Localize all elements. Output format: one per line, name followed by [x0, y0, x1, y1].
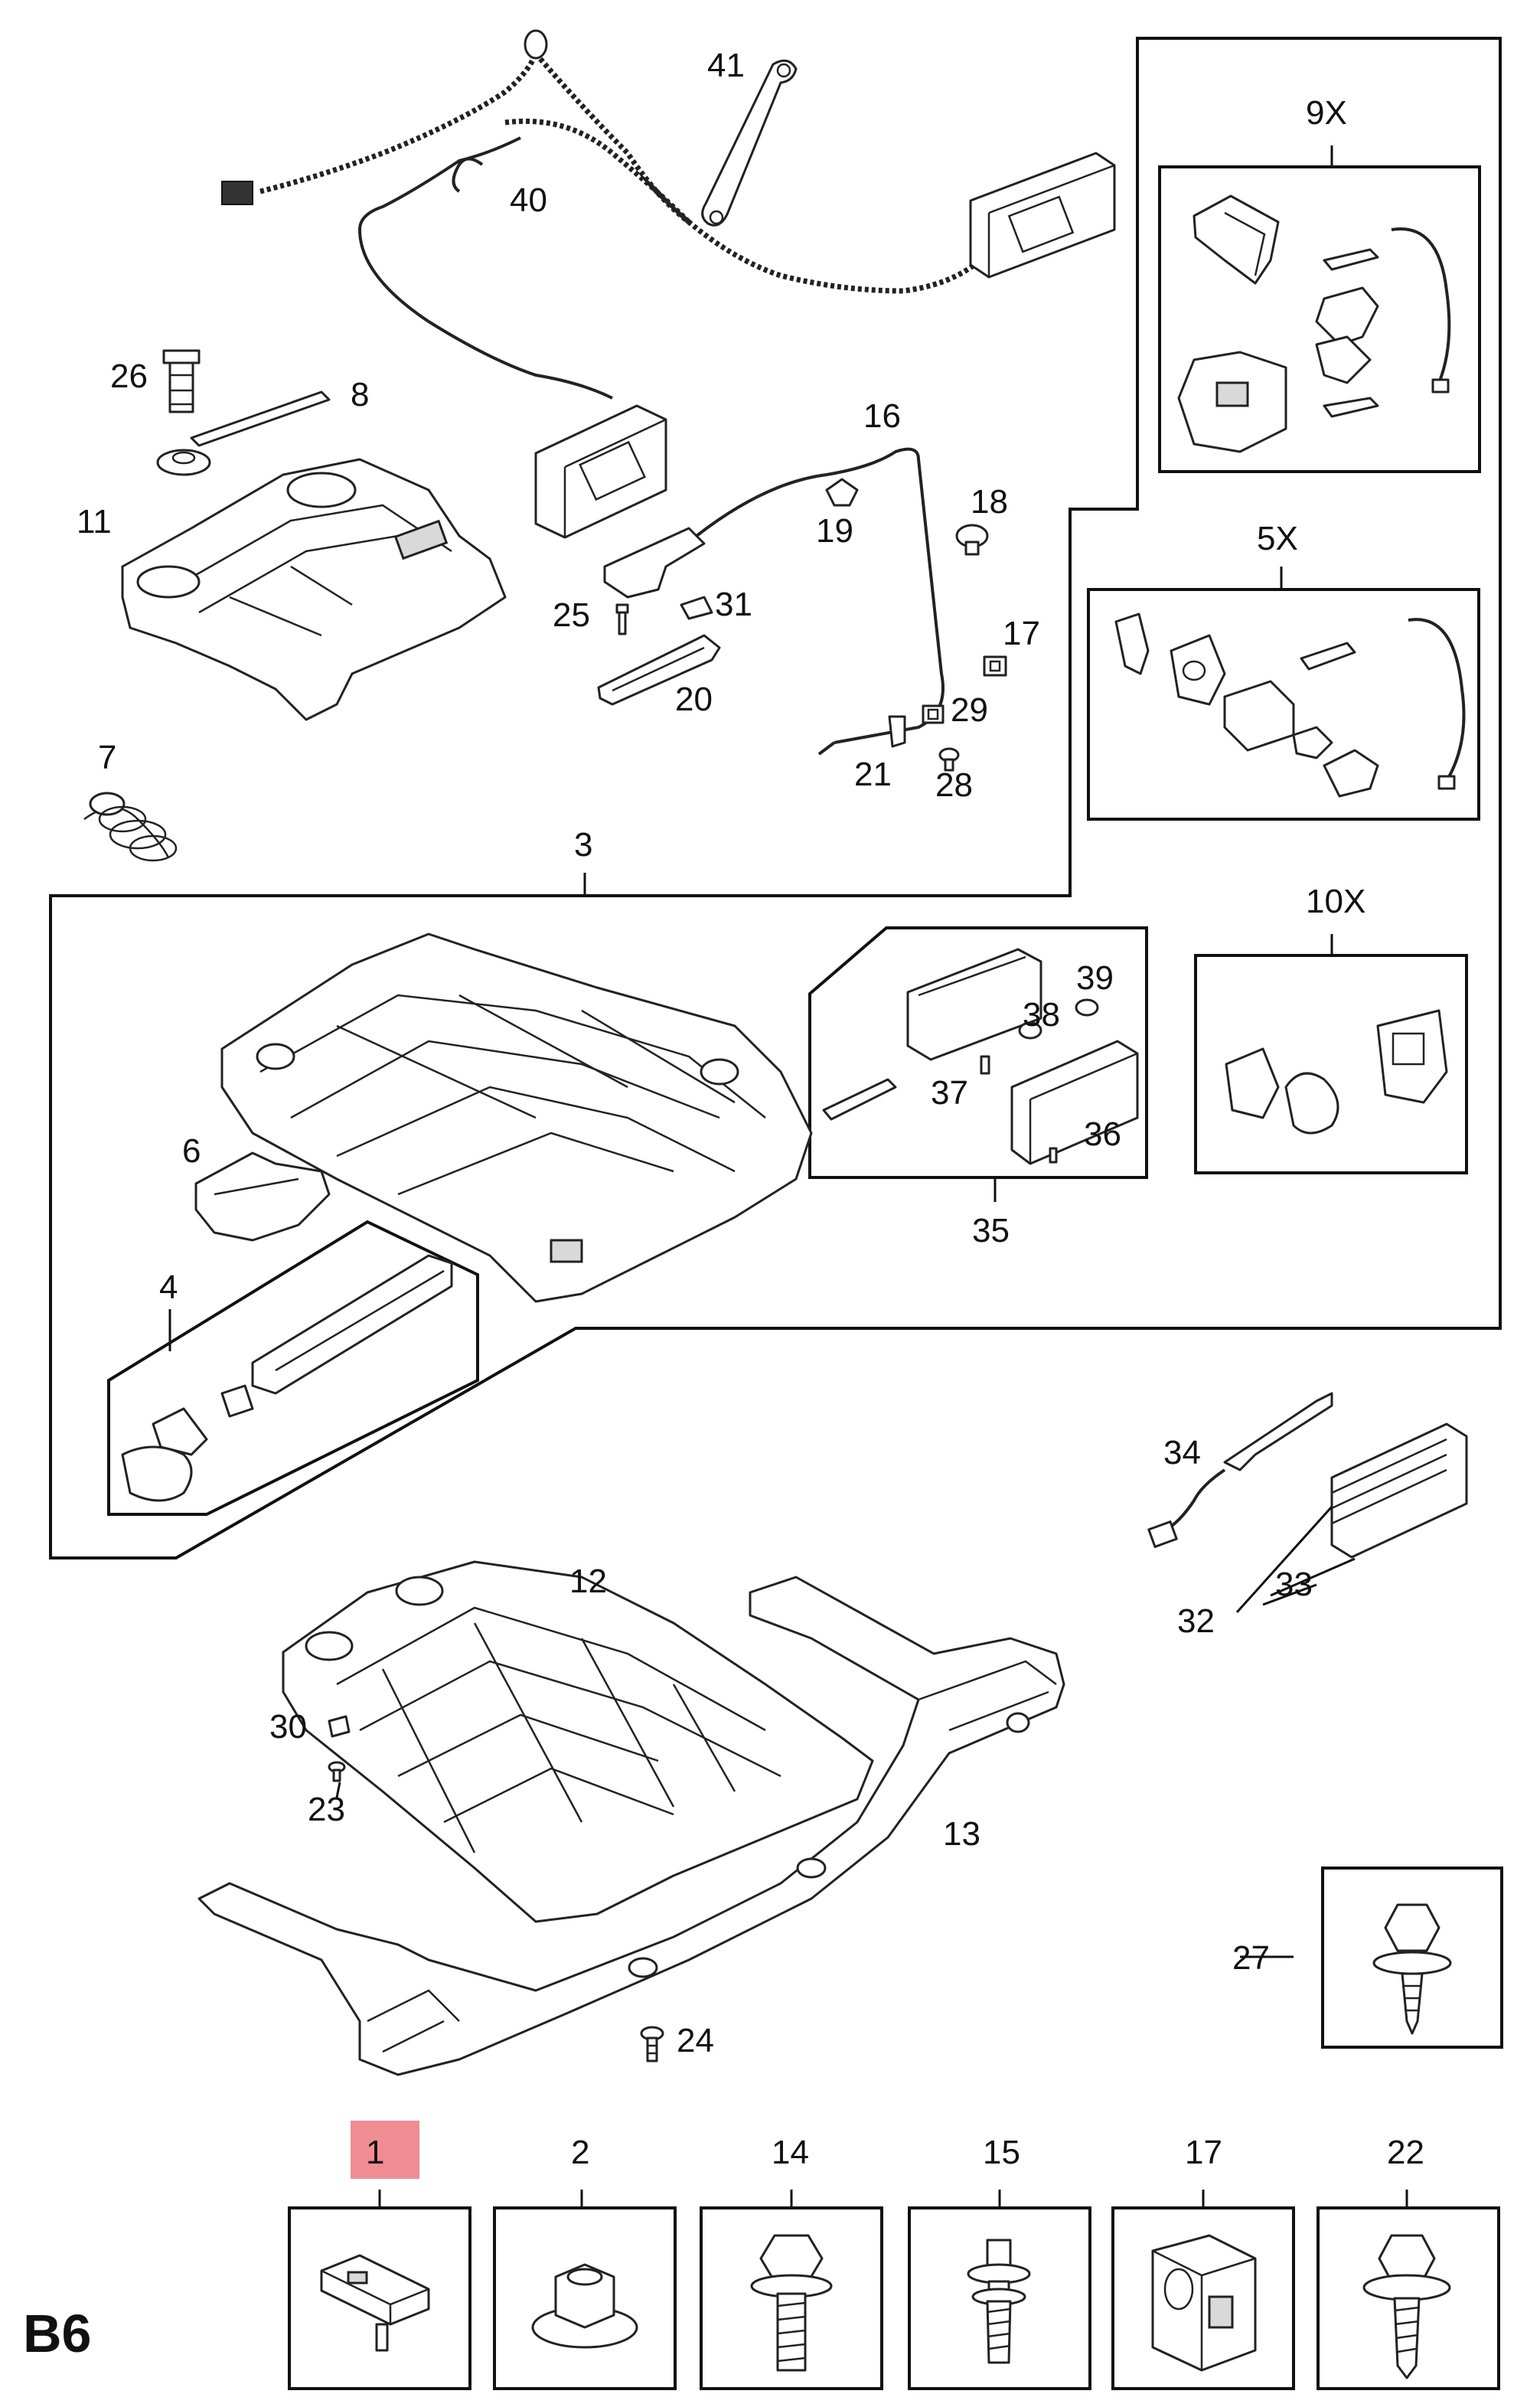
callout-20: 20 — [675, 681, 713, 718]
callout-5x: 5X — [1257, 520, 1298, 557]
kit-35-parts — [822, 948, 1139, 1165]
bolt-24 — [640, 2026, 664, 2062]
fastener-row: 1 2 14 15 17 22 — [288, 2121, 1500, 2390]
bolt-26 — [162, 349, 201, 413]
callout-12: 12 — [569, 1563, 607, 1600]
kit-35-box — [808, 926, 1148, 1179]
pad-33 — [1330, 1422, 1468, 1559]
rail-13 — [197, 1576, 1065, 2076]
kit-10x-parts — [1225, 1009, 1448, 1135]
callout-13: 13 — [943, 1815, 980, 1853]
cable-16 — [695, 447, 945, 756]
callout-28: 28 — [935, 766, 973, 804]
callout-26: 26 — [110, 358, 148, 395]
fastener-label-15: 15 — [983, 2134, 1020, 2171]
callout-19: 19 — [816, 512, 853, 550]
sheet-label: B6 — [23, 2304, 91, 2363]
clip-29 — [922, 704, 945, 724]
callout-24: 24 — [677, 2022, 714, 2059]
handle-assembly — [603, 527, 713, 620]
callout-labels: 41 40 9X 26 8 16 11 19 18 5X 25 31 17 20… — [77, 47, 1365, 2059]
stud-15 — [967, 2239, 1031, 2364]
callout-31: 31 — [715, 586, 752, 623]
fastener-box-22 — [1317, 2206, 1500, 2390]
callout-37: 37 — [931, 1074, 968, 1112]
strap-8-and-washer — [156, 390, 331, 476]
callout-9x: 9X — [1306, 94, 1347, 132]
callout-25: 25 — [553, 596, 590, 634]
seat-frame-3 — [220, 932, 813, 1303]
kit-5x-parts — [1114, 612, 1466, 798]
bolt-22 — [1362, 2234, 1451, 2379]
clip-17-box — [1151, 2234, 1257, 2372]
callout-16: 16 — [863, 397, 901, 435]
kit-5x-box — [1087, 588, 1480, 821]
callout-38: 38 — [1023, 996, 1060, 1034]
harness-34 — [1147, 1392, 1333, 1548]
fastener-label-22: 22 — [1387, 2134, 1424, 2171]
callout-29: 29 — [951, 691, 988, 729]
callout-33: 33 — [1275, 1566, 1313, 1603]
kit-9x-parts — [1177, 194, 1451, 453]
highlight-fastener-1 — [351, 2121, 419, 2179]
callout-23: 23 — [308, 1791, 345, 1828]
callout-4: 4 — [159, 1269, 178, 1306]
callout-8: 8 — [351, 376, 369, 413]
fastener-label-17: 17 — [1185, 2134, 1222, 2171]
fastener-box-15 — [908, 2206, 1091, 2390]
screw-27 — [1372, 1903, 1452, 2035]
callout-30: 30 — [269, 1708, 307, 1746]
callout-27: 27 — [1232, 1939, 1270, 1977]
callout-35: 35 — [972, 1212, 1010, 1249]
fastener-label-14: 14 — [772, 2134, 809, 2171]
callout-10x: 10X — [1306, 883, 1365, 920]
fastener-box-17 — [1111, 2206, 1295, 2390]
callout-32: 32 — [1177, 1602, 1215, 1640]
leader-lines — [168, 145, 1408, 2208]
callout-36: 36 — [1084, 1115, 1121, 1153]
callout-39: 39 — [1076, 959, 1114, 997]
handle-20 — [597, 634, 721, 706]
fastener-label-1: 1 — [366, 2134, 384, 2171]
kit-27-box — [1321, 1866, 1503, 2049]
seat-base-11 — [121, 458, 507, 721]
callout-3: 3 — [574, 826, 592, 864]
fastener-box-2 — [493, 2206, 677, 2390]
flange-nut-2 — [531, 2263, 638, 2349]
bracket-19 — [825, 478, 859, 507]
kit-4-parts — [121, 1254, 453, 1502]
callout-34: 34 — [1163, 1434, 1201, 1471]
kit-4-box — [107, 1220, 479, 1516]
bracket-21 — [888, 715, 906, 748]
callout-41: 41 — [707, 47, 745, 84]
callout-11: 11 — [77, 503, 112, 541]
clip-30 — [328, 1715, 351, 1738]
callout-6: 6 — [182, 1132, 201, 1170]
cover-6 — [194, 1151, 331, 1242]
fastener-box-1 — [288, 2206, 471, 2390]
fastener-label-2: 2 — [571, 2134, 589, 2171]
plug-18 — [955, 524, 989, 556]
callout-40: 40 — [510, 181, 547, 219]
wiring-harness-40 — [221, 29, 1116, 400]
spring-7 — [83, 792, 178, 862]
clip-17 — [983, 655, 1007, 677]
screw-25 — [615, 603, 629, 635]
flange-bolt-14 — [750, 2234, 833, 2372]
callout-21: 21 — [854, 756, 892, 793]
module-40-lower — [534, 404, 667, 539]
fastener-box-14 — [700, 2206, 883, 2390]
seat-pan-12 — [282, 1560, 874, 1923]
kit-9x-box — [1158, 165, 1481, 473]
callout-18: 18 — [971, 483, 1008, 521]
assembly-3-frame — [49, 37, 1502, 1559]
screw-23 — [328, 1761, 346, 1782]
callout-7: 7 — [98, 739, 116, 776]
clip-1 — [320, 2254, 430, 2352]
callout-17-upper: 17 — [1003, 615, 1040, 652]
screw-28 — [938, 747, 960, 772]
